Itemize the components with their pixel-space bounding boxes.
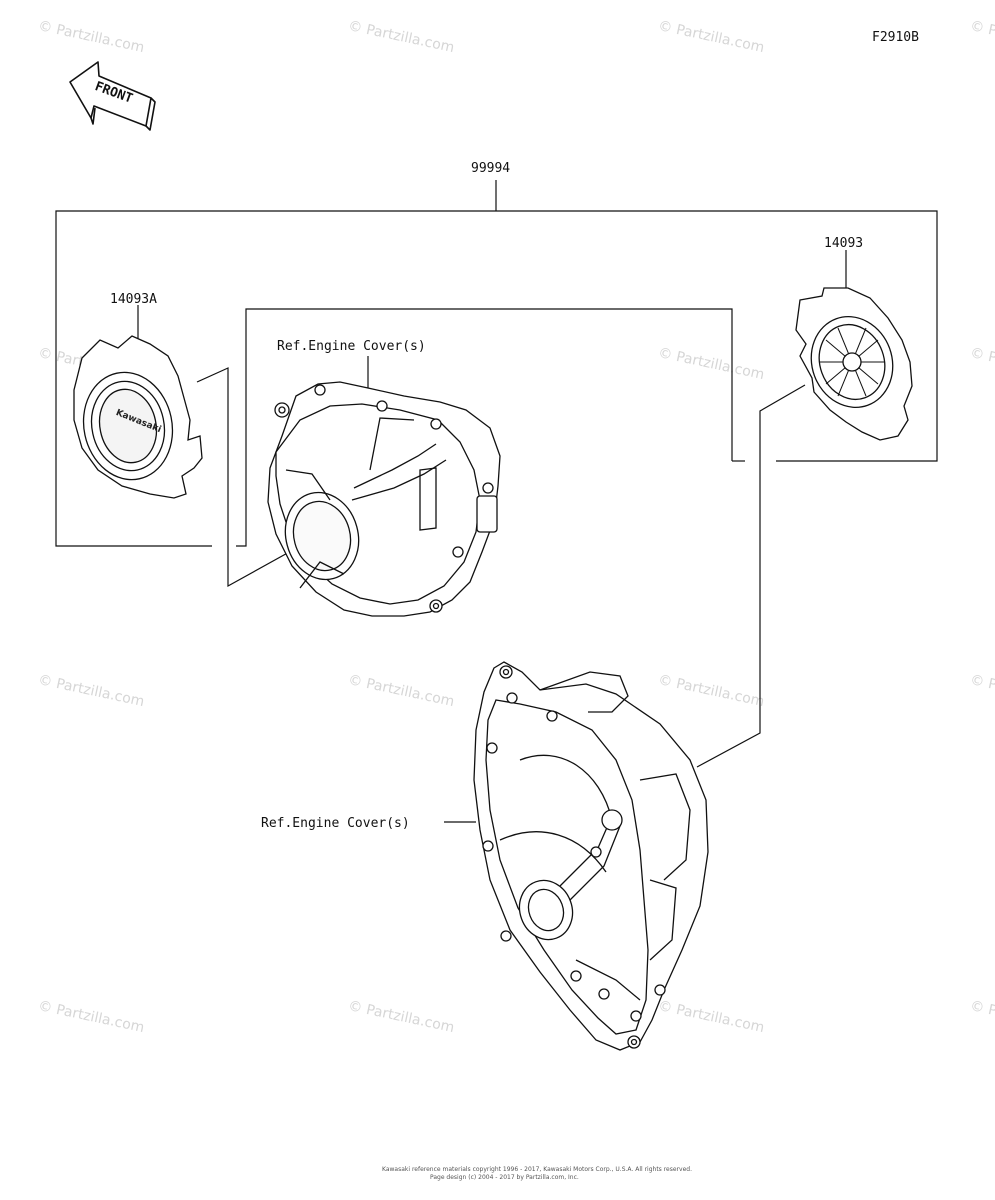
ref-engine-cover-label-top: Ref.Engine Cover(s): [277, 339, 426, 354]
part-number-99994[interactable]: 99994: [471, 161, 511, 176]
part-number-14093[interactable]: 14093: [824, 236, 864, 251]
copyright-line-2: Page design (c) 2004 - 2017 by Partzilla…: [430, 1174, 579, 1181]
engine-cover-upper: [267, 381, 501, 617]
engine-cover-lower: [473, 661, 709, 1051]
front-arrow-icon: FRONT: [69, 61, 156, 131]
engine-cover-guard-14093[interactable]: [795, 287, 913, 441]
copyright-line-1: Kawasaki reference materials copyright 1…: [382, 1166, 692, 1173]
diagram-id: F2910B: [872, 30, 919, 45]
part-number-14093a[interactable]: 14093A: [110, 292, 157, 307]
ref-engine-cover-label-bottom: Ref.Engine Cover(s): [261, 816, 410, 831]
engine-cover-guard-14093a[interactable]: Kawasaki: [73, 335, 203, 499]
